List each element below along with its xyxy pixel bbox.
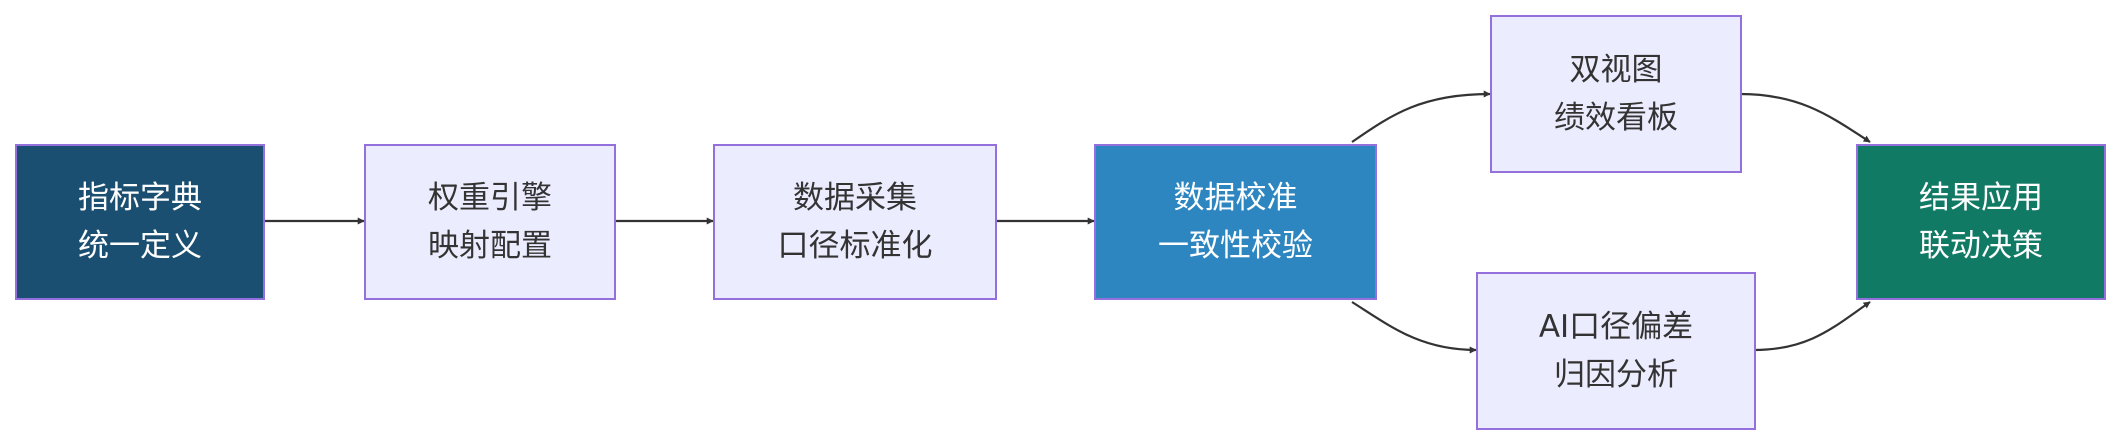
node-dual-view-dashboard: 双视图 绩效看板 (1490, 15, 1742, 173)
edge-dashboard-to-application (1739, 92, 1871, 143)
node-metric-dictionary-line2: 统一定义 (78, 228, 202, 264)
node-data-calibration-line1: 数据校准 (1173, 180, 1298, 216)
node-weight-engine-line1: 权重引擎 (428, 180, 552, 216)
node-data-collection: 数据采集 口径标准化 (713, 144, 997, 300)
node-dual-view-dashboard-line2: 绩效看板 (1554, 100, 1678, 136)
node-result-application-line2: 联动决策 (1919, 228, 2043, 264)
node-metric-dictionary-line1: 指标字典 (78, 180, 202, 216)
node-ai-deviation-attribution-line2: 归因分析 (1554, 357, 1678, 393)
node-data-collection-line1: 数据采集 (793, 180, 917, 216)
node-result-application: 结果应用 联动决策 (1856, 144, 2106, 300)
node-dual-view-dashboard-line1: 双视图 (1569, 52, 1663, 88)
node-data-calibration: 数据校准 一致性校验 (1094, 144, 1377, 300)
node-weight-engine: 权重引擎 映射配置 (364, 144, 616, 300)
node-weight-engine-line2: 映射配置 (428, 228, 552, 264)
edge-calibration-to-dashboard (1351, 90, 1491, 143)
node-ai-deviation-attribution: AI口径偏差 归因分析 (1476, 272, 1756, 430)
node-ai-deviation-attribution-line1: AI口径偏差 (1538, 309, 1694, 345)
edge-calibration-to-attribution (1351, 301, 1477, 354)
node-metric-dictionary: 指标字典 统一定义 (15, 144, 265, 300)
node-data-calibration-line2: 一致性校验 (1158, 228, 1313, 264)
node-data-collection-line2: 口径标准化 (777, 228, 933, 264)
node-result-application-line1: 结果应用 (1919, 180, 2043, 216)
edge-attribution-to-application (1753, 301, 1871, 352)
